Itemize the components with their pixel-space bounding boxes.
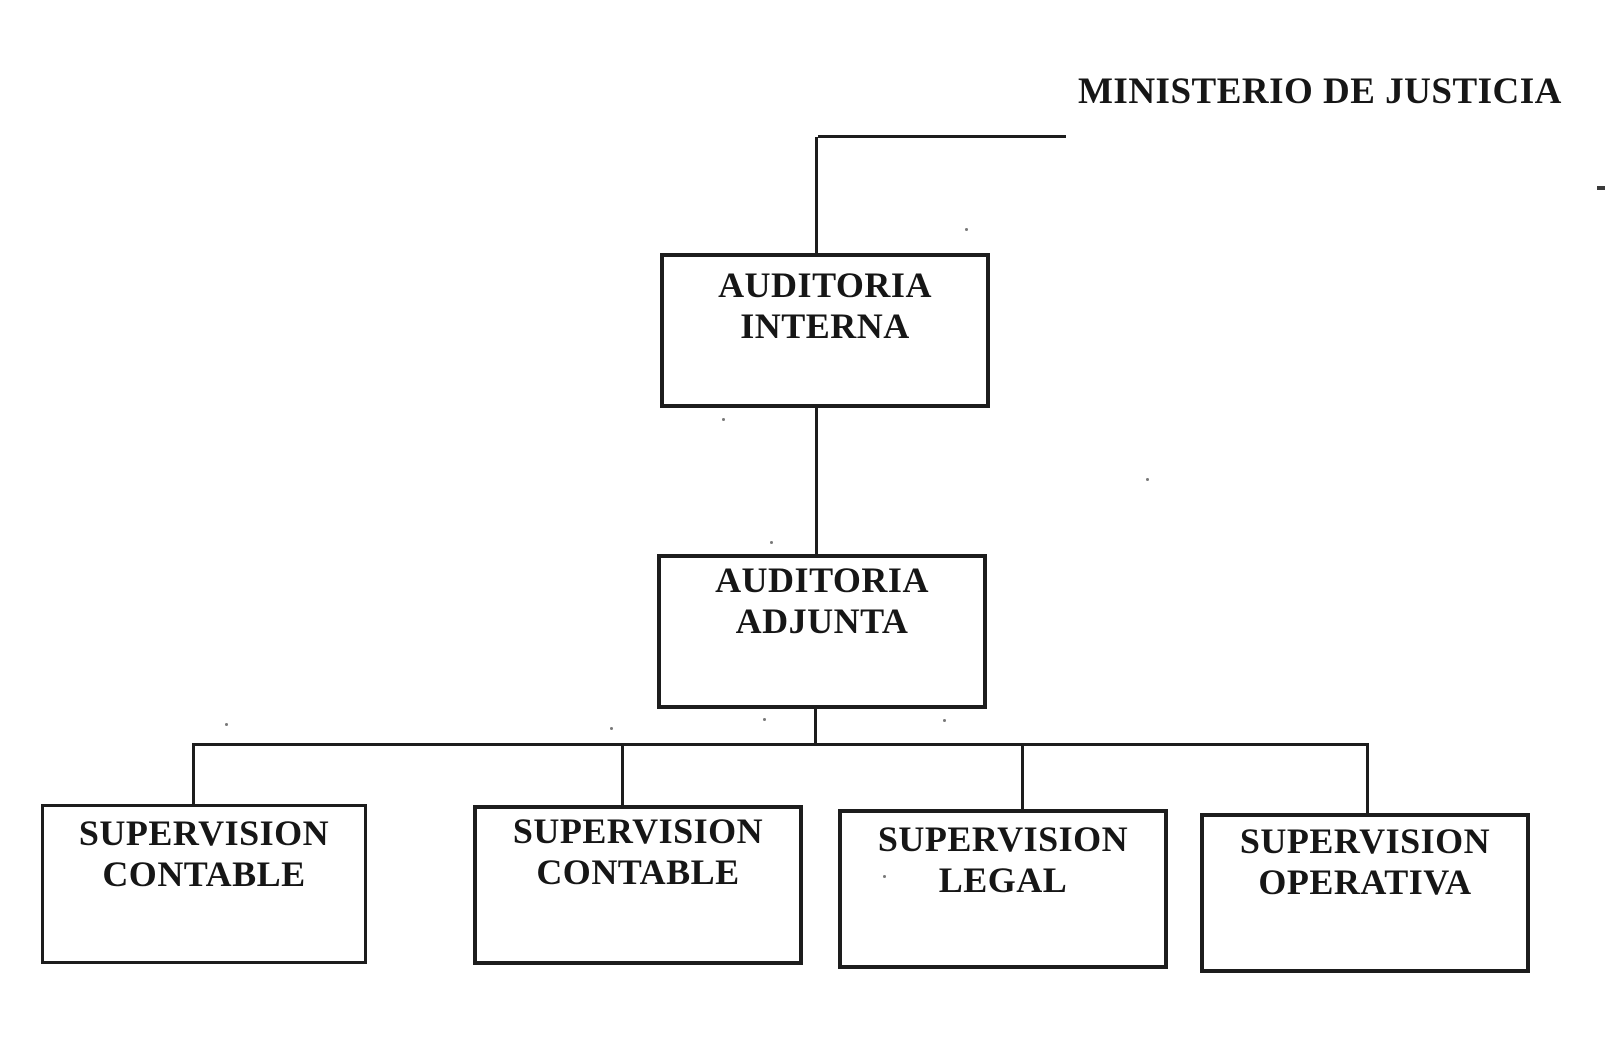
org-node-label: LEGAL: [938, 860, 1068, 900]
scan-speck: [763, 718, 766, 721]
org-node-label: SUPERVISION: [877, 819, 1129, 859]
org-node-label: AUDITORIA: [718, 265, 932, 305]
scan-speck: [225, 723, 228, 726]
connector-adjunta-stub: [814, 707, 817, 745]
scan-speck: [1146, 478, 1149, 481]
org-node-label: SUPERVISION: [78, 813, 330, 853]
connector-interna-to-adjunta: [815, 406, 818, 556]
scan-speck: [965, 228, 968, 231]
org-node-supervision-legal: SUPERVISION LEGAL: [838, 809, 1168, 969]
connector-stub-contable-1: [192, 745, 195, 806]
org-node-auditoria-interna: AUDITORIA INTERNA: [660, 253, 990, 408]
org-node-label: OPERATIVA: [1258, 862, 1472, 902]
connector-ministerio-horizontal: [818, 135, 1066, 138]
scan-edge-mark: [1597, 186, 1605, 190]
org-node-supervision-operativa: SUPERVISION OPERATIVA: [1200, 813, 1530, 973]
connector-ministerio-to-interna: [815, 137, 818, 257]
connector-stub-legal: [1021, 745, 1024, 811]
org-node-label: CONTABLE: [536, 852, 740, 892]
scan-speck: [722, 418, 725, 421]
page-title: MINISTERIO DE JUSTICIA: [1078, 71, 1562, 112]
scan-speck: [943, 719, 946, 722]
org-node-label: SUPERVISION: [1239, 821, 1491, 861]
scan-speck: [770, 541, 773, 544]
org-node-label: CONTABLE: [102, 854, 306, 894]
scan-speck: [883, 875, 886, 878]
connector-stub-operativa: [1366, 745, 1369, 815]
org-node-label: SUPERVISION: [512, 811, 764, 851]
scan-speck: [610, 727, 613, 730]
org-node-label: AUDITORIA: [715, 560, 929, 600]
org-node-auditoria-adjunta: AUDITORIA ADJUNTA: [657, 554, 987, 709]
org-node-label: INTERNA: [740, 306, 910, 346]
connector-stub-contable-2: [621, 745, 624, 807]
connector-children-horizontal: [192, 743, 1369, 746]
org-node-supervision-contable-1: SUPERVISION CONTABLE: [41, 804, 367, 964]
org-node-label: ADJUNTA: [735, 601, 909, 641]
org-node-supervision-contable-2: SUPERVISION CONTABLE: [473, 805, 803, 965]
